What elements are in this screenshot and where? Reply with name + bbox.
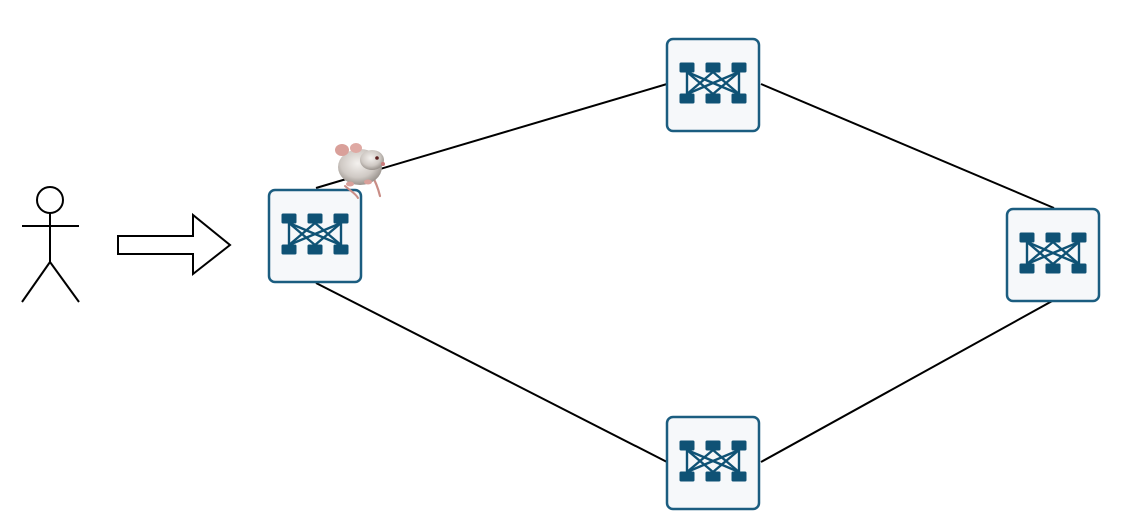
- rat-icon: [335, 143, 385, 199]
- connection-lines: [315, 83, 1055, 463]
- right-arrow-icon: [117, 212, 232, 277]
- link-right-bottom: [760, 299, 1055, 463]
- network-switch-node-right[interactable]: [1005, 207, 1101, 303]
- link-top-right: [760, 83, 1055, 209]
- network-switch-node-bottom[interactable]: [665, 415, 761, 511]
- link-bottom-left: [315, 282, 668, 463]
- network-switch-node-left[interactable]: [267, 188, 363, 284]
- stick-figure-user-icon: [21, 186, 80, 303]
- network-switch-node-top[interactable]: [665, 37, 761, 133]
